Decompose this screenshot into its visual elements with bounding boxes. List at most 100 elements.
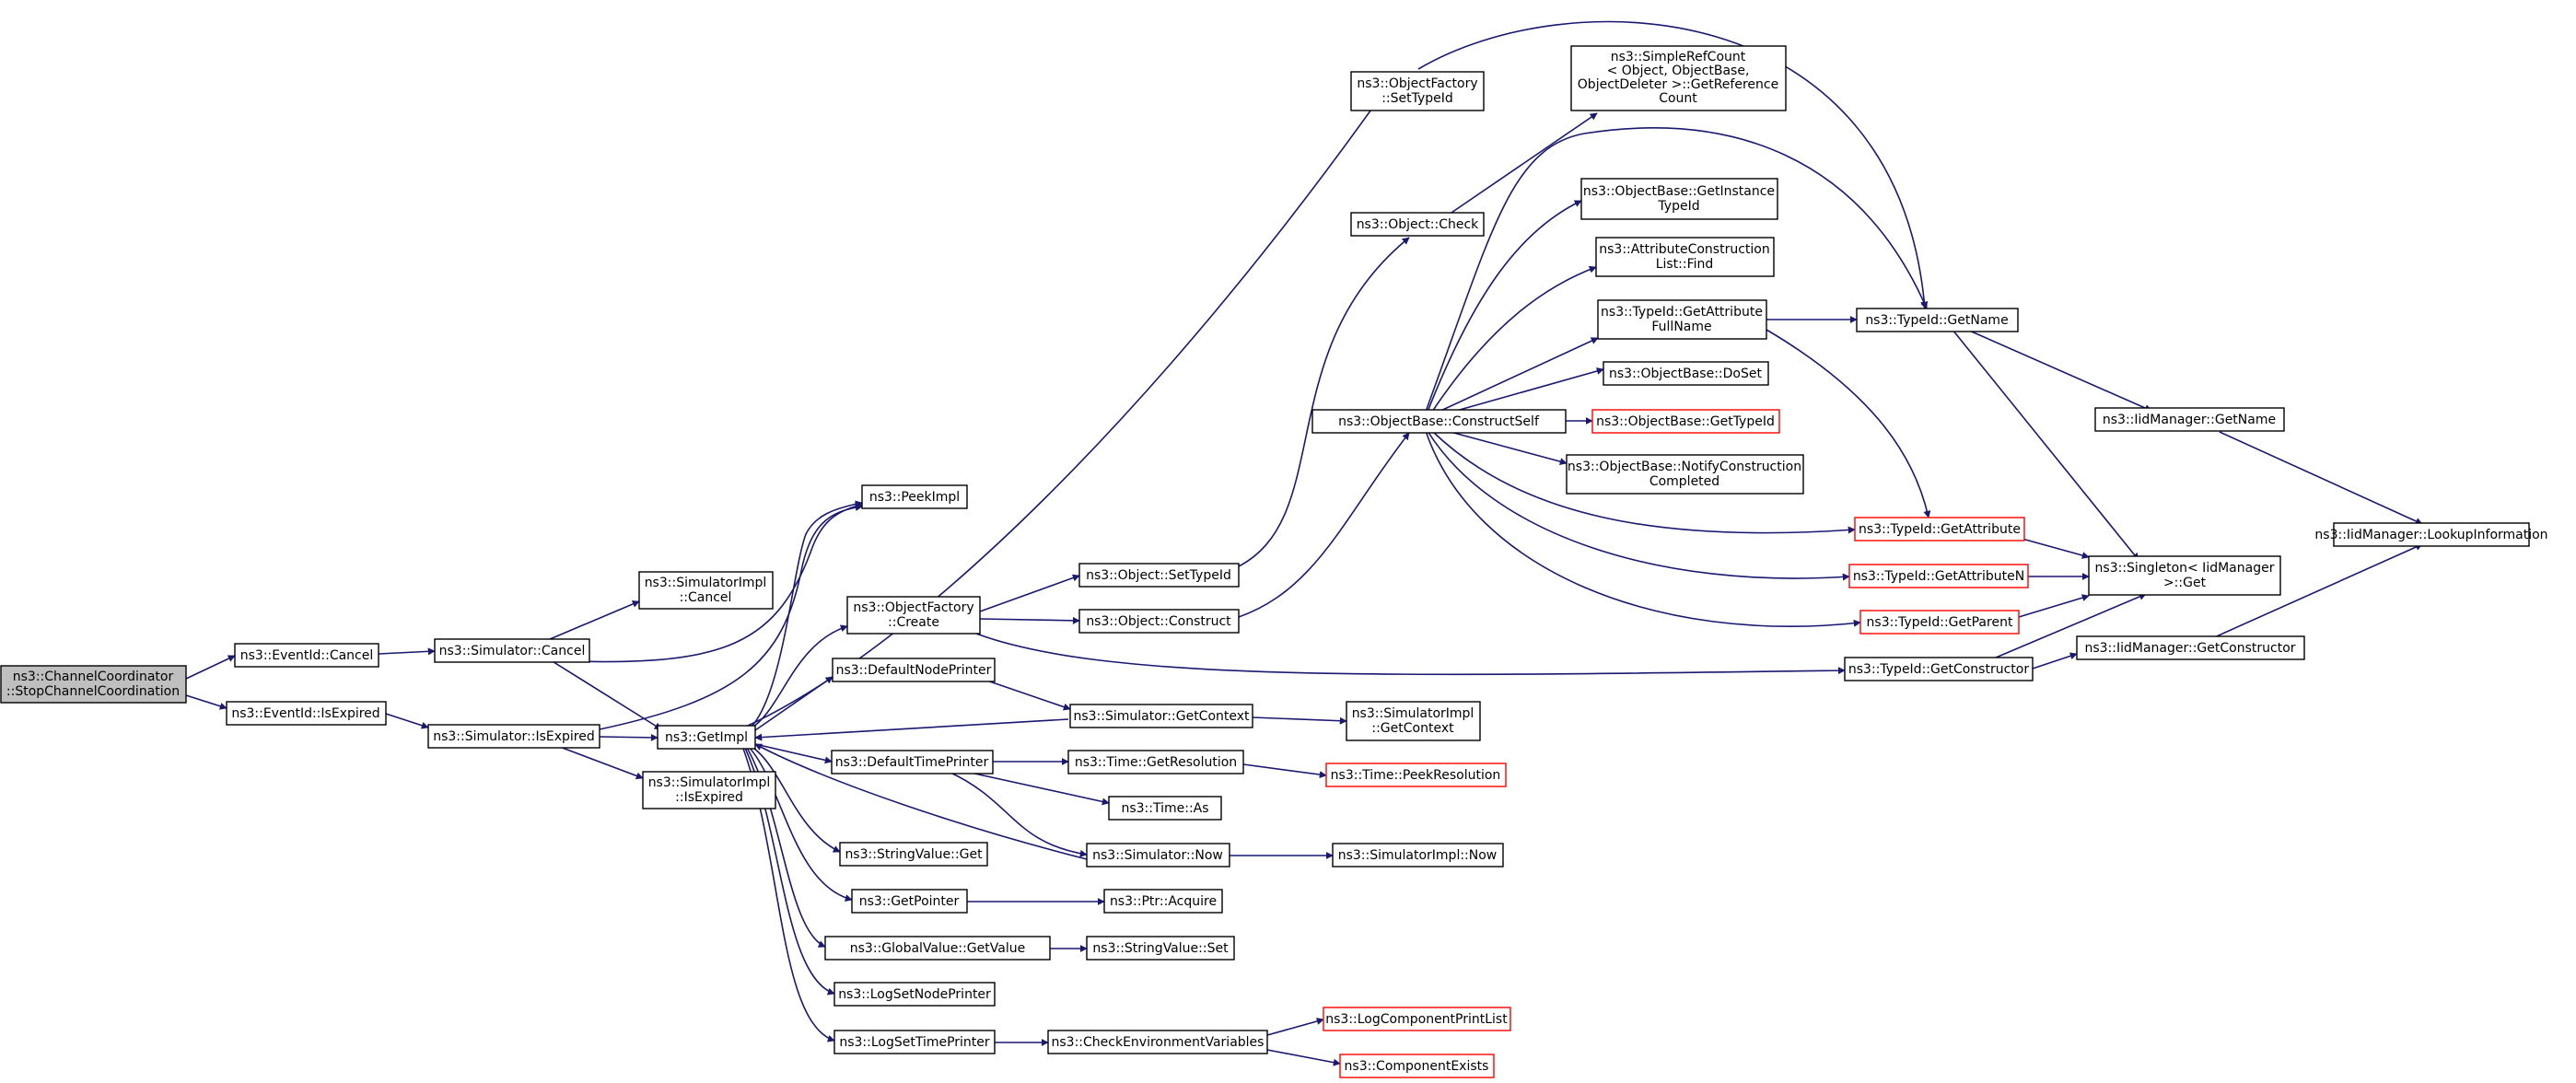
svg-text:ns3::EventId::IsExpired: ns3::EventId::IsExpired xyxy=(231,706,379,721)
edge-objfactory-settypeid-to-typeid-getname xyxy=(1417,20,1929,309)
svg-text:ns3::ObjectFactory::SetTypeId: ns3::ObjectFactory::SetTypeId xyxy=(1357,76,1477,106)
node-sim-isexpired[interactable]: ns3::Simulator::IsExpired xyxy=(427,724,600,749)
svg-text:ns3::TypeId::GetConstructor: ns3::TypeId::GetConstructor xyxy=(1848,662,2029,677)
svg-text:ns3::SimulatorImpl::IsExpired: ns3::SimulatorImpl::IsExpired xyxy=(648,775,771,805)
node-sim-cancel[interactable]: ns3::Simulator::Cancel xyxy=(434,638,590,663)
svg-text:ns3::GetImpl: ns3::GetImpl xyxy=(665,730,748,745)
edge-time-getresolution-to-time-peekresolution xyxy=(1242,763,1327,779)
node-simimpl-now[interactable]: ns3::SimulatorImpl::Now xyxy=(1332,843,1504,868)
node-check-env-vars[interactable]: ns3::CheckEnvironmentVariables xyxy=(1047,1030,1268,1054)
edge-typeid-getattributefullname-to-typeid-getattribute xyxy=(1766,329,1931,518)
node-simpleref[interactable]: ns3::SimpleRefCount< Object, ObjectBase,… xyxy=(1570,45,1787,111)
edge-sim-cancel-to-peekimpl xyxy=(542,502,863,663)
svg-text:ns3::ChannelCoordinator::StopC: ns3::ChannelCoordinator::StopChannelCoor… xyxy=(6,670,180,699)
node-eventid-cancel[interactable]: ns3::EventId::Cancel xyxy=(234,643,379,668)
edge-getimpl-to-getpointer xyxy=(747,745,853,902)
node-logsettimeprinter[interactable]: ns3::LogSetTimePrinter xyxy=(833,1030,996,1054)
node-ob-doset[interactable]: ns3::ObjectBase::DoSet xyxy=(1603,361,1769,386)
svg-text:ns3::ObjectBase::DoSet: ns3::ObjectBase::DoSet xyxy=(1609,367,1762,381)
edge-typeid-getparent-to-singleton-get xyxy=(2018,594,2090,618)
svg-text:ns3::Time::PeekResolution: ns3::Time::PeekResolution xyxy=(1331,768,1501,783)
svg-text:ns3::LogComponentPrintList: ns3::LogComponentPrintList xyxy=(1325,1012,1508,1027)
edge-getimpl-to-peekimpl xyxy=(747,500,863,731)
node-objfactory-create[interactable]: ns3::ObjectFactory::Create xyxy=(846,596,981,635)
node-getimpl[interactable]: ns3::GetImpl xyxy=(657,725,756,750)
node-typeid-getparent[interactable]: ns3::TypeId::GetParent xyxy=(1859,610,2020,635)
node-simimpl-isexpired[interactable]: ns3::SimulatorImpl::IsExpired xyxy=(642,771,776,809)
node-ptr-acquire[interactable]: ns3::Ptr::Acquire xyxy=(1103,889,1223,914)
node-typeid-getconstructor[interactable]: ns3::TypeId::GetConstructor xyxy=(1844,657,2034,681)
node-globalvalue-getvalue[interactable]: ns3::GlobalValue::GetValue xyxy=(824,936,1051,961)
node-sim-now[interactable]: ns3::Simulator::Now xyxy=(1086,843,1230,868)
svg-text:ns3::TypeId::GetName: ns3::TypeId::GetName xyxy=(1865,313,2008,328)
edge-getimpl-to-stringvalue-get xyxy=(747,743,841,853)
edge-default-time-printer-to-sim-now xyxy=(948,771,1088,857)
node-simimpl-getcontext[interactable]: ns3::SimulatorImpl::GetContext xyxy=(1346,701,1481,741)
edge-objfactory-create-to-typeid-getconstructor xyxy=(975,633,1846,676)
svg-text:ns3::CheckEnvironmentVariables: ns3::CheckEnvironmentVariables xyxy=(1052,1035,1265,1050)
node-logsetnodeprinter[interactable]: ns3::LogSetNodePrinter xyxy=(833,982,996,1007)
edge-typeid-getconstructor-to-iidmanager-getconstructor xyxy=(2032,652,2078,670)
svg-text:ns3::SimpleRefCount< Object, O: ns3::SimpleRefCount< Object, ObjectBase,… xyxy=(1578,50,1778,106)
node-objfactory-settypeid[interactable]: ns3::ObjectFactory::SetTypeId xyxy=(1350,71,1485,111)
node-eventid-isexpired[interactable]: ns3::EventId::IsExpired xyxy=(226,701,387,726)
edge-eventid-cancel-to-sim-cancel xyxy=(378,647,436,656)
edge-object-construct-to-ob-constructself xyxy=(1238,432,1410,618)
node-iidmanager-getname[interactable]: ns3::IidManager::GetName xyxy=(2094,407,2285,432)
svg-text:ns3::IidManager::GetName: ns3::IidManager::GetName xyxy=(2103,413,2276,427)
node-typeid-getattribute[interactable]: ns3::TypeId::GetAttribute xyxy=(1854,517,2025,542)
svg-text:ns3::ObjectBase::GetTypeId: ns3::ObjectBase::GetTypeId xyxy=(1596,414,1775,429)
node-ob-gettypeid[interactable]: ns3::ObjectBase::GetTypeId xyxy=(1591,409,1780,434)
node-componentexists[interactable]: ns3::ComponentExists xyxy=(1339,1054,1495,1078)
node-iidmanager-getconstructor[interactable]: ns3::IidManager::GetConstructor xyxy=(2076,635,2305,660)
svg-text:ns3::ObjectBase::ConstructSelf: ns3::ObjectBase::ConstructSelf xyxy=(1338,414,1540,429)
edge-ob-constructself-to-ob-getinstancetypeid xyxy=(1427,200,1582,413)
node-singleton-get[interactable]: ns3::Singleton< IidManager>::Get xyxy=(2088,555,2281,596)
node-sim-getcontext[interactable]: ns3::Simulator::GetContext xyxy=(1069,704,1253,728)
svg-text:ns3::StringValue::Get: ns3::StringValue::Get xyxy=(845,847,983,862)
node-stringvalue-set[interactable]: ns3::StringValue::Set xyxy=(1086,936,1235,961)
node-getpointer[interactable]: ns3::GetPointer xyxy=(851,889,968,914)
svg-text:ns3::Ptr::Acquire: ns3::Ptr::Acquire xyxy=(1110,894,1217,909)
svg-text:ns3::StringValue::Set: ns3::StringValue::Set xyxy=(1092,941,1229,956)
node-root[interactable]: ns3::ChannelCoordinator::StopChannelCoor… xyxy=(0,665,187,704)
node-iidmanager-lookupinformation[interactable]: ns3::IidManager::LookupInformation xyxy=(2314,522,2548,547)
edge-objfactory-create-to-object-settypeid xyxy=(979,574,1080,612)
svg-text:ns3::ObjectBase::NotifyConstru: ns3::ObjectBase::NotifyConstructionCompl… xyxy=(1568,460,1801,489)
node-default-time-printer[interactable]: ns3::DefaultTimePrinter xyxy=(831,750,994,774)
node-time-getresolution[interactable]: ns3::Time::GetResolution xyxy=(1067,750,1244,774)
svg-text:ns3::Object::SetTypeId: ns3::Object::SetTypeId xyxy=(1086,568,1231,583)
svg-text:ns3::TypeId::GetAttribute: ns3::TypeId::GetAttribute xyxy=(1859,522,2021,537)
node-ob-constructself[interactable]: ns3::ObjectBase::ConstructSelf xyxy=(1311,409,1567,434)
svg-text:ns3::EventId::Cancel: ns3::EventId::Cancel xyxy=(240,648,374,663)
edge-object-check-to-simpleref xyxy=(1445,112,1598,217)
edge-ob-constructself-to-typeid-getattribute xyxy=(1431,430,1856,534)
node-time-as[interactable]: ns3::Time::As xyxy=(1108,796,1222,821)
edge-check-env-vars-to-logcomponentprintlist xyxy=(1266,1018,1324,1036)
node-default-node-printer[interactable]: ns3::DefaultNodePrinter xyxy=(832,658,996,682)
svg-text:ns3::ComponentExists: ns3::ComponentExists xyxy=(1345,1059,1489,1074)
svg-text:ns3::ObjectFactory::Create: ns3::ObjectFactory::Create xyxy=(853,600,973,630)
node-time-peekresolution[interactable]: ns3::Time::PeekResolution xyxy=(1325,763,1507,787)
node-typeid-getname[interactable]: ns3::TypeId::GetName xyxy=(1856,308,2019,332)
edge-default-time-printer-to-time-as xyxy=(957,769,1110,806)
node-typeid-getattributen[interactable]: ns3::TypeId::GetAttributeN xyxy=(1848,564,2029,588)
node-stringvalue-get[interactable]: ns3::StringValue::Get xyxy=(839,842,988,867)
edge-root-to-eventid-isexpired xyxy=(185,694,227,710)
node-object-construct[interactable]: ns3::Object::Construct xyxy=(1078,609,1240,634)
node-simimpl-cancel[interactable]: ns3::SimulatorImpl::Cancel xyxy=(638,571,774,610)
node-peekimpl[interactable]: ns3::PeekImpl xyxy=(861,484,968,509)
svg-text:ns3::LogSetTimePrinter: ns3::LogSetTimePrinter xyxy=(839,1035,990,1050)
node-logcomponentprintlist[interactable]: ns3::LogComponentPrintList xyxy=(1323,1007,1511,1031)
node-object-check[interactable]: ns3::Object::Check xyxy=(1350,212,1485,237)
edge-iidmanager-getconstructor-to-iidmanager-lookupinformation xyxy=(2209,543,2423,640)
edge-root-to-eventid-cancel xyxy=(185,655,236,680)
node-object-settypeid[interactable]: ns3::Object::SetTypeId xyxy=(1078,563,1240,588)
